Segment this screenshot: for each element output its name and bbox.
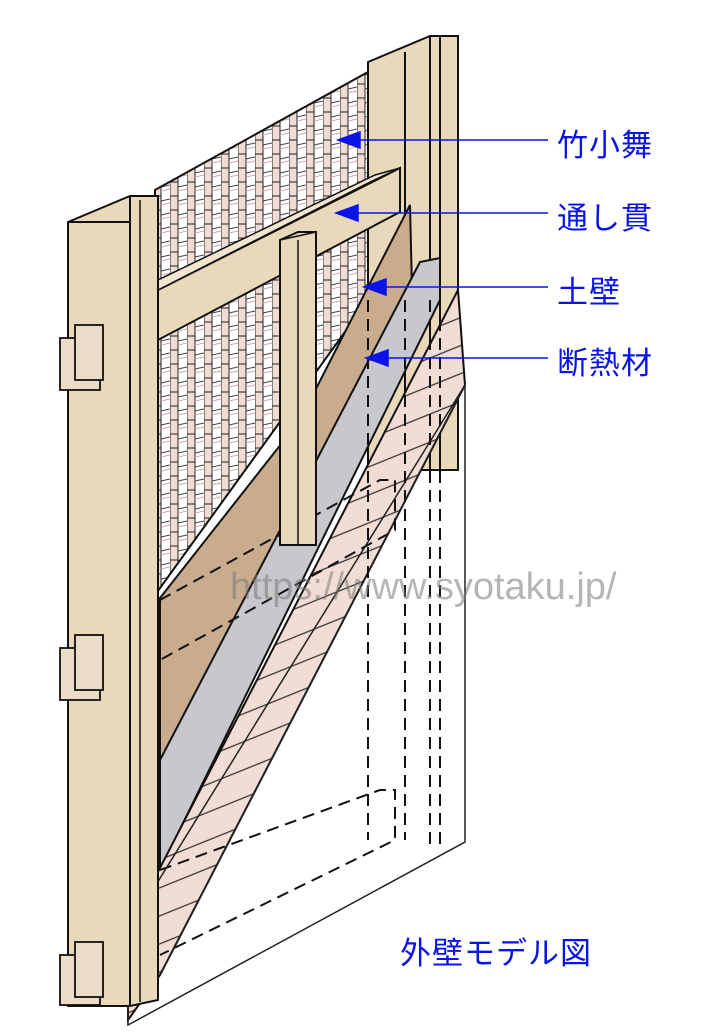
label-through-beam: 通し貫 [557, 201, 653, 237]
left-post [67, 195, 159, 1007]
label-bamboo-lath: 竹小舞 [557, 128, 653, 164]
brackets [59, 324, 104, 1006]
label-insulation: 断熱材 [557, 346, 653, 382]
watermark: https://www.syotaku.jp/ [230, 566, 617, 608]
transparent-panel [127, 382, 466, 1027]
insulation [159, 256, 441, 871]
leader-arrows [333, 130, 548, 368]
label-mud-wall: 土壁 [557, 275, 621, 311]
diagram-caption: 外壁モデル図 [400, 936, 592, 972]
